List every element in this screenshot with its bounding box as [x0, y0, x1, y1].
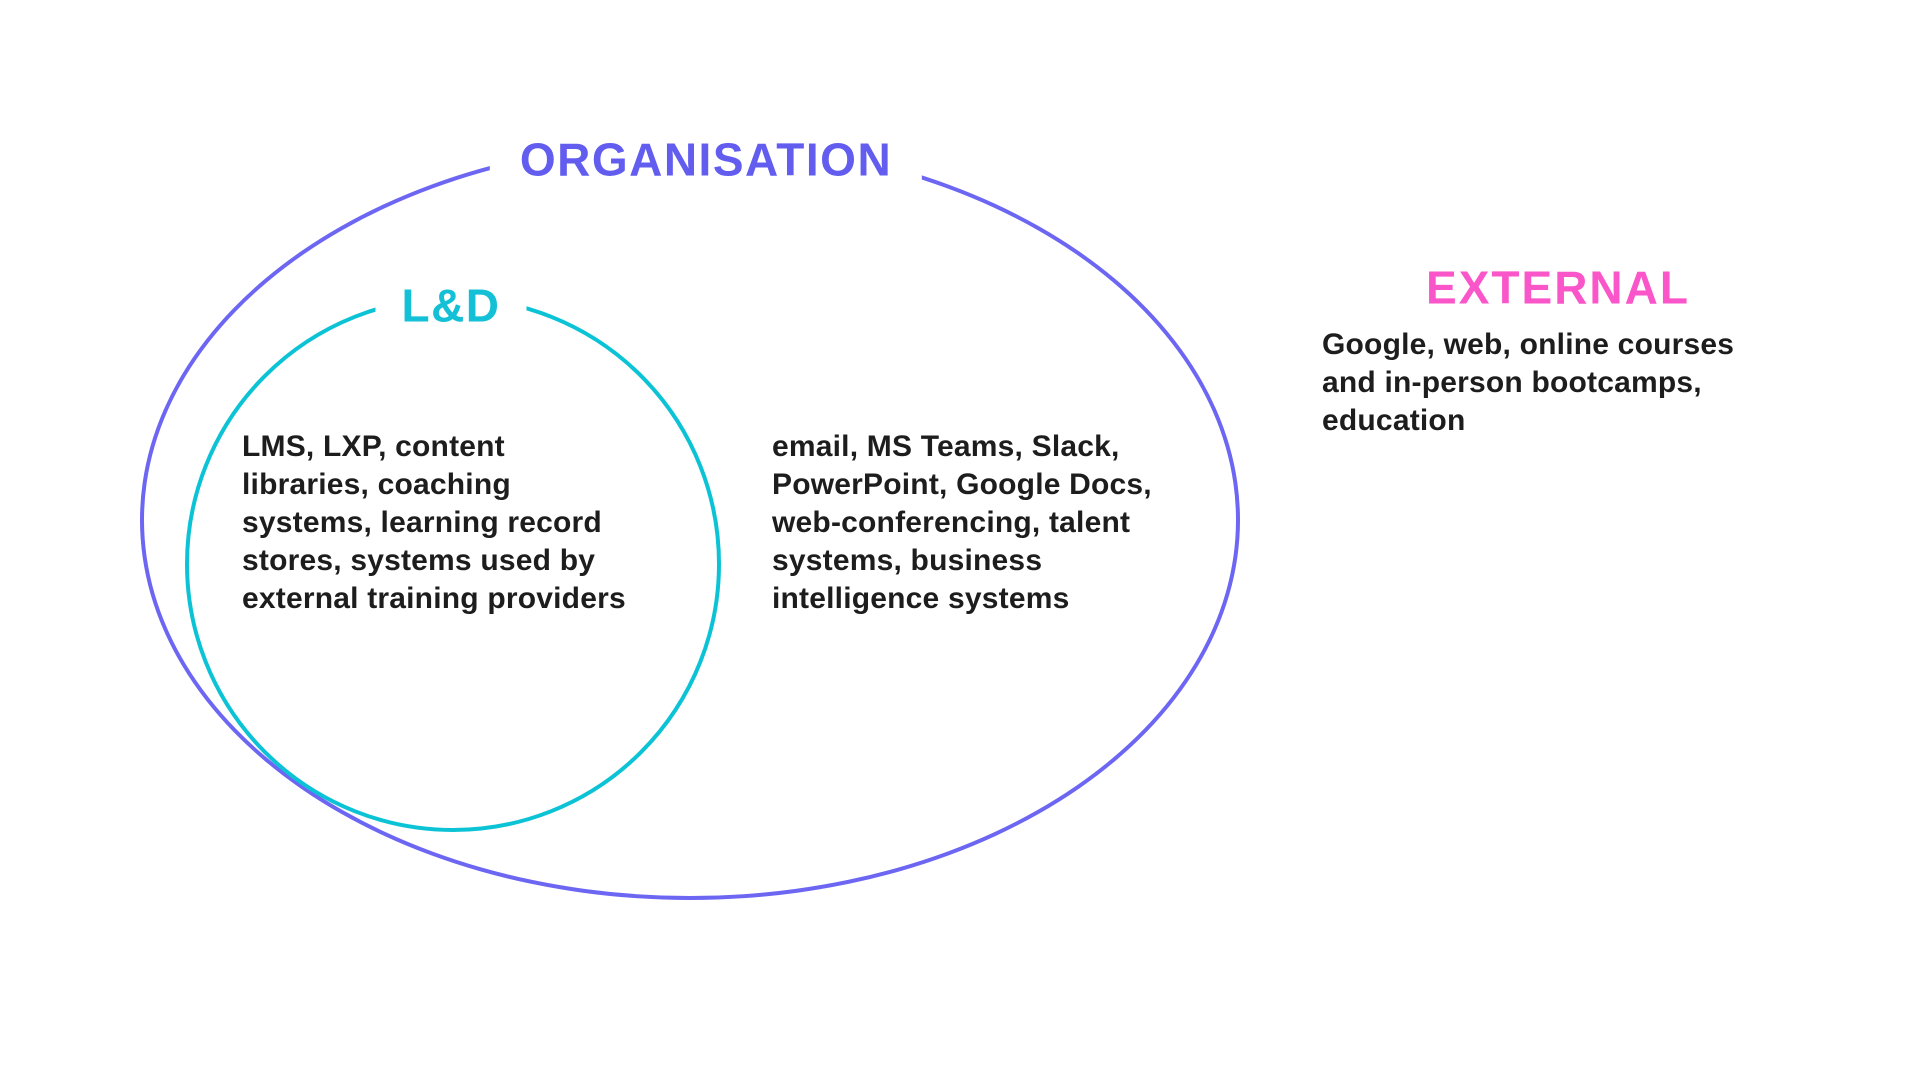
external-description-text: Google, web, online courses and in-perso…	[1322, 328, 1735, 437]
ld-label: L&D	[375, 281, 527, 332]
organisation-label: ORGANISATION	[489, 135, 923, 186]
organisation-systems-text: email, MS Teams, Slack, PowerPoint, Goog…	[772, 430, 1152, 615]
external-label: EXTERNAL	[1426, 261, 1690, 314]
ld-systems-text: LMS, LXP, content libraries, coaching sy…	[242, 430, 626, 615]
